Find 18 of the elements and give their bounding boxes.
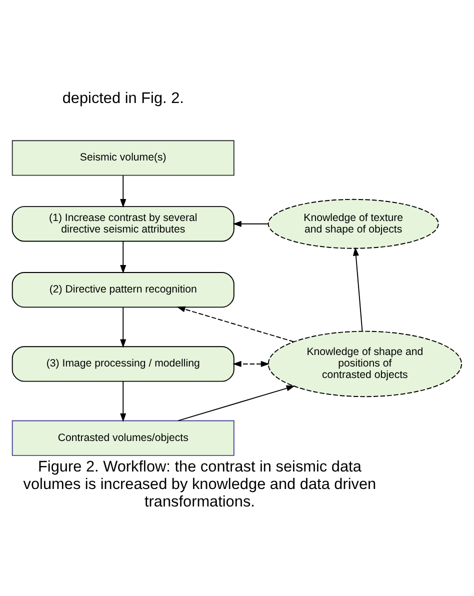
- arrow: [120, 306, 126, 348]
- caption: Figure 2. Workflow: the contrast in seismic data volumes is increased by knowledge and data driven transformations.: [23, 458, 376, 510]
- arrow: [178, 384, 296, 421]
- arrow: [352, 246, 363, 332]
- node-ellipse: Knowledge of texture and shape of objects: [268, 198, 439, 248]
- arrow: [176, 306, 294, 342]
- node-box: (1) Increase contrast by several directive seismic attributes: [12, 206, 234, 242]
- node-box: Seismic volume(s): [12, 140, 234, 176]
- node-ellipse: Knowledge of shape and positions of contrasted objects: [268, 330, 462, 397]
- arrow: [232, 360, 270, 366]
- arrow: [120, 380, 126, 422]
- node-box: (3) Image processing / modelling: [12, 346, 234, 382]
- arrow: [120, 240, 126, 274]
- label: depicted in Fig. 2.: [62, 89, 184, 106]
- node-box: (2) Directive pattern recognition: [12, 272, 234, 308]
- arrow: [120, 174, 126, 208]
- arrow: [232, 220, 269, 226]
- node-box: Contrasted volumes/objects: [12, 420, 234, 456]
